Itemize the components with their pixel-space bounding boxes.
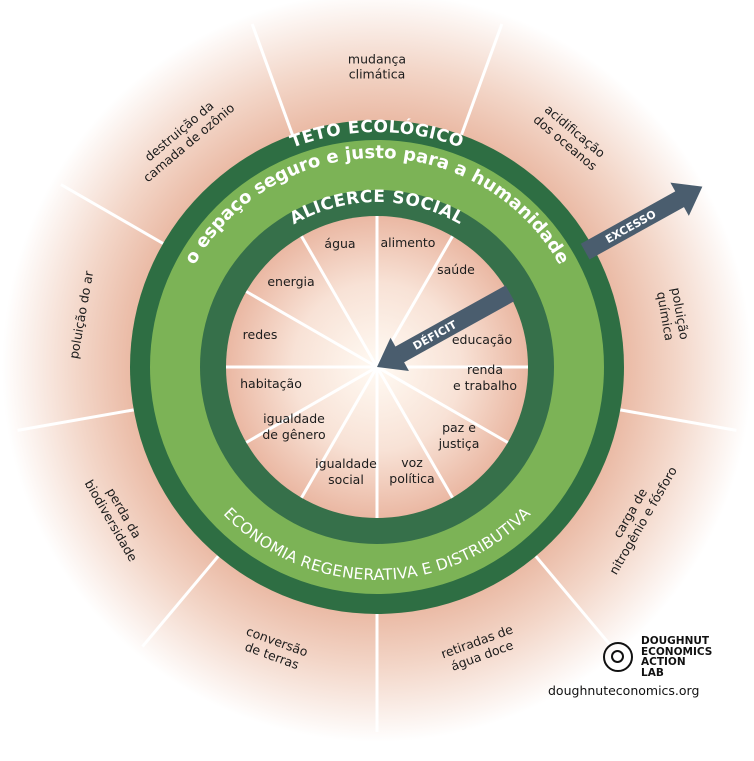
logo-line: LAB [641,666,664,679]
social-foundation-label: energia [267,274,314,289]
website-link[interactable]: doughnuteconomics.org [548,683,700,698]
social-divider [245,290,378,369]
del-logo: DOUGHNUT ECONOMICS ACTION LAB [603,636,712,678]
social-divider [300,366,379,499]
social-divider [376,365,509,444]
ecological-divider [619,408,737,432]
logo-line: ECONOMICS [641,645,713,658]
social-foundation-label: educação [452,332,512,347]
logo-line: ACTION [641,656,686,668]
ecological-divider [60,183,164,245]
social-divider [245,365,378,444]
logo-text: DOUGHNUT ECONOMICS ACTION LAB [641,636,712,678]
social-foundation-label: habitação [240,376,302,391]
social-foundation-label: alimento [381,235,436,250]
social-divider [375,366,454,499]
social-foundation-label: redes [243,327,278,342]
social-foundation-label: saúde [437,262,475,277]
logo-line: DOUGHNUT [641,635,710,647]
ecological-divider [17,408,135,432]
ecological-divider [460,23,504,136]
ecological-divider [141,555,220,648]
ecological-divider [250,23,294,136]
social-foundation-label: água [324,236,355,251]
doughnut-logo-icon [603,642,633,672]
ecological-divider [534,555,613,648]
social-divider [300,235,379,368]
